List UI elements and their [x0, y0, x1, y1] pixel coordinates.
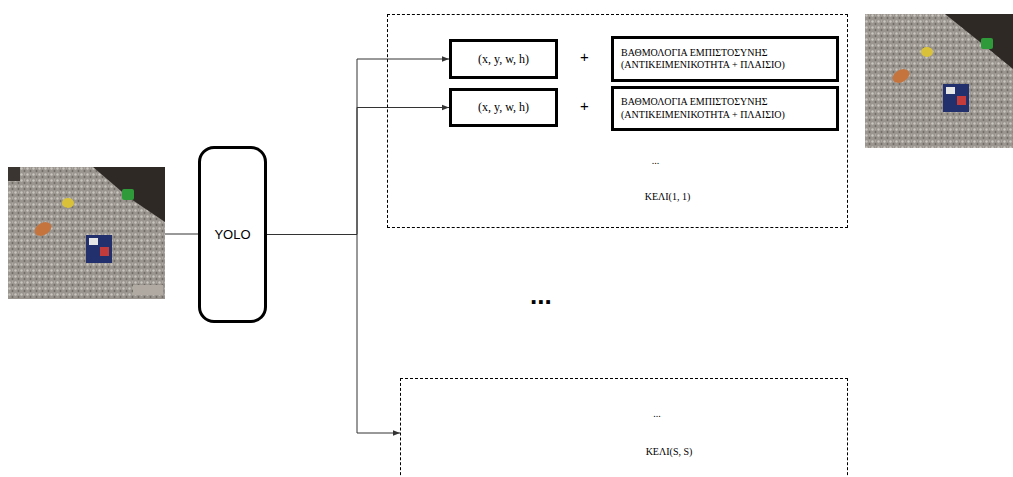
- output-photo: [865, 14, 1013, 148]
- arrow-connector: [267, 235, 400, 434]
- confidence-box: ΒΑΘΜΟΛΟΓΙΑ ΕΜΠΙΣΤΟΣΥΝΗΣ (ΑΝΤΙΚΕΙΜΕΝΙΚΟΤΗ…: [611, 36, 839, 82]
- arrow-connector: [267, 59, 449, 235]
- box-text: (x, y, w, h): [478, 52, 529, 67]
- box-text: ΒΑΘΜΟΛΟΓΙΑ ΕΜΠΙΣΤΟΣΥΝΗΣ (ΑΝΤΙΚΕΙΜΕΝΙΚΟΤΗ…: [621, 96, 829, 121]
- bbox-box: (x, y, w, h): [449, 88, 558, 127]
- bbox-box: (x, y, w, h): [449, 39, 558, 79]
- plus-sign: +: [580, 97, 589, 114]
- box-text: (x, y, w, h): [478, 100, 529, 115]
- model-box: YOLO: [198, 146, 267, 323]
- confidence-box: ΒΑΘΜΟΛΟΓΙΑ ΕΜΠΙΣΤΟΣΥΝΗΣ (ΑΝΤΙΚΕΙΜΕΝΙΚΟΤΗ…: [611, 86, 839, 131]
- plus-sign: +: [580, 48, 589, 65]
- arrow-connector: [267, 108, 449, 235]
- input-line: [165, 234, 198, 235]
- cell-label: ΚΕΛΙ(S, S): [491, 445, 847, 459]
- ellipsis: ...: [530, 280, 552, 310]
- input-photo: [8, 167, 165, 299]
- grid-cell: ... ΚΕΛΙ(S, S): [400, 378, 848, 477]
- cell-label: ΚΕΛΙ(1, 1): [488, 190, 847, 204]
- box-text: YOLO: [214, 227, 250, 242]
- ellipsis: ...: [464, 154, 847, 168]
- plus-sign-holder: +: [580, 48, 589, 66]
- ellipsis-holder: ...: [530, 280, 552, 311]
- grid-cell: ... ΚΕΛΙ(1, 1) (x, y, w, h) ΒΑΘΜΟΛΟΓΙΑ ΕΜΠΙ…: [387, 14, 848, 228]
- plus-sign-holder: +: [580, 97, 589, 115]
- ellipsis: ...: [467, 407, 847, 421]
- box-text: ΒΑΘΜΟΛΟΓΙΑ ΕΜΠΙΣΤΟΣΥΝΗΣ (ΑΝΤΙΚΕΙΜΕΝΙΚΟΤΗ…: [621, 47, 829, 72]
